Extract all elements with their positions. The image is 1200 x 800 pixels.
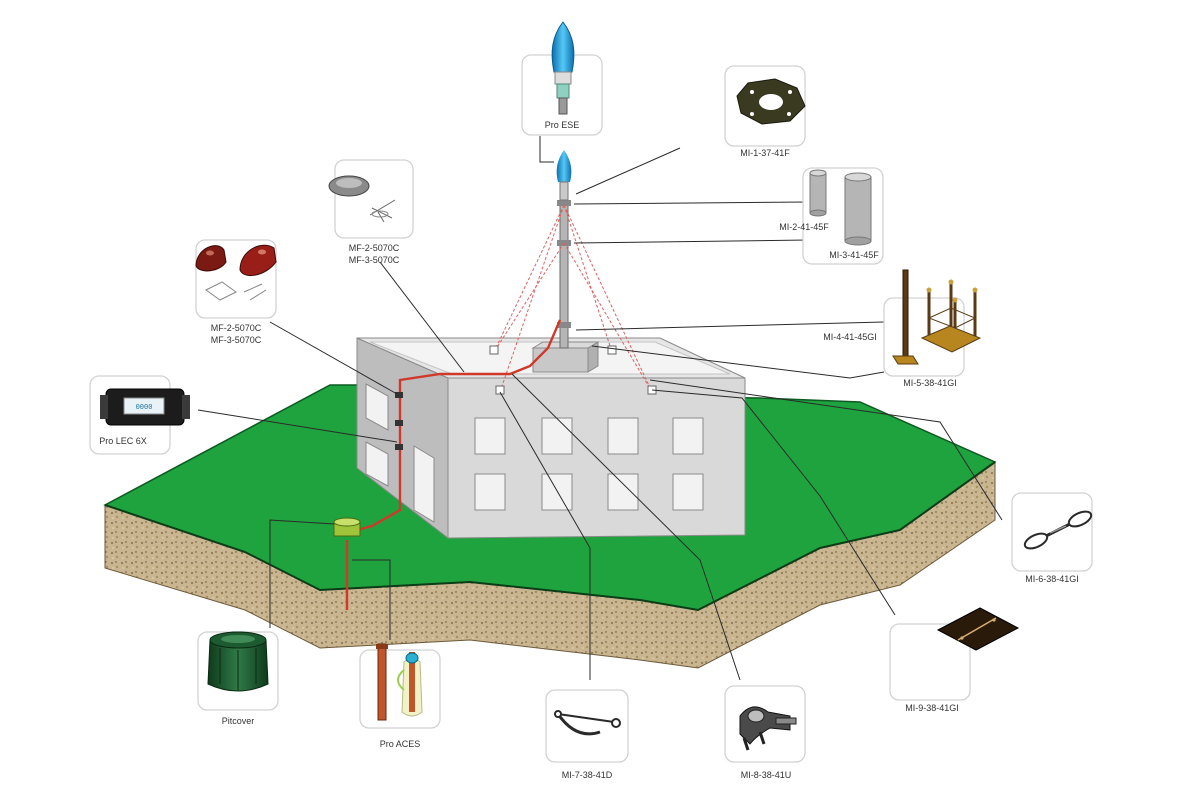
earth-rod-icon bbox=[376, 643, 423, 721]
lightning-event-counter-icon: 0000 bbox=[100, 388, 190, 426]
turnbuckle-icon bbox=[1023, 510, 1093, 550]
wall-conductor-clip-icon bbox=[195, 244, 277, 301]
u-bolt-clamp-icon bbox=[739, 706, 797, 751]
mast-tripod-base-icon bbox=[892, 269, 919, 365]
flange-plate-icon bbox=[736, 78, 806, 125]
pit-cover-icon bbox=[207, 631, 269, 692]
label-pro-ese: Pro ESE bbox=[545, 120, 580, 130]
roof-conductor-support-icon bbox=[328, 175, 396, 223]
card-pro-ese: Pro ESE bbox=[521, 21, 603, 136]
card-pro-lec-6x: 0000 Pro LEC 6X bbox=[89, 375, 190, 455]
tube-icon-small bbox=[809, 169, 827, 217]
card-pro-aces: Pro ACES bbox=[359, 643, 441, 749]
label-mi-1-37-41f: MI-1-37-41F bbox=[740, 148, 790, 158]
ese-terminal-on-mast bbox=[556, 150, 572, 201]
ese-terminal-icon bbox=[551, 21, 575, 115]
label-pro-lec-6x: Pro LEC 6X bbox=[99, 436, 147, 446]
mast-assembly bbox=[333, 150, 657, 610]
card-mi-2-mi-3: MI-2-41-45F MI-3-41-45F bbox=[779, 167, 884, 265]
label-mf-2-5070c-wall: MF-2-5070C bbox=[211, 323, 262, 333]
card-mi-1-37-41f: MI-1-37-41F bbox=[724, 65, 806, 158]
counter-display: 0000 bbox=[136, 404, 153, 412]
label-mi-5-38-41gi: MI-5-38-41GI bbox=[903, 378, 957, 388]
label-mi-7-38-41d: MI-7-38-41D bbox=[562, 770, 613, 780]
label-mi-8-38-41u: MI-8-38-41U bbox=[741, 770, 792, 780]
label-mi-3-41-45f: MI-3-41-45F bbox=[829, 250, 879, 260]
label-mi-2-41-45f: MI-2-41-45F bbox=[779, 222, 829, 232]
card-mi-7-38-41d: MI-7-38-41D bbox=[545, 689, 629, 780]
label-mf-3-5070c-wall: MF-3-5070C bbox=[211, 335, 262, 345]
tube-icon-large bbox=[844, 172, 872, 246]
card-mi-4-mi-5: MI-4-41-45GI MI-5-38-41GI bbox=[823, 269, 982, 388]
card-pitcover: Pitcover bbox=[197, 631, 279, 726]
label-mi-9-38-41gi: MI-9-38-41GI bbox=[905, 703, 959, 713]
label-mi-6-38-41gi: MI-6-38-41GI bbox=[1025, 574, 1079, 584]
label-mf-2-5070c-roof: MF-2-5070C bbox=[349, 243, 400, 253]
card-mi-8-38-41u: MI-8-38-41U bbox=[724, 685, 806, 780]
down-conductor bbox=[349, 319, 562, 534]
label-mf-3-5070c-roof: MF-3-5070C bbox=[349, 255, 400, 265]
label-pitcover: Pitcover bbox=[222, 716, 255, 726]
earth-pit bbox=[333, 517, 361, 537]
mast-square-base-icon bbox=[920, 279, 982, 353]
building bbox=[356, 337, 746, 540]
label-mi-4-41-45gi: MI-4-41-45GI bbox=[823, 332, 877, 342]
leader-lines bbox=[197, 136, 1003, 681]
card-mi-9-38-41gi: MI-9-38-41GI bbox=[889, 607, 1020, 713]
d-shackle-icon bbox=[554, 710, 621, 736]
card-mf-5070c-roof: MF-2-5070C MF-3-5070C bbox=[328, 159, 414, 265]
card-mi-6-38-41gi: MI-6-38-41GI bbox=[1011, 492, 1093, 584]
anchor-plate-icon bbox=[936, 607, 1020, 651]
card-mf-5070c-wall: MF-2-5070C MF-3-5070C bbox=[195, 239, 277, 345]
label-pro-aces: Pro ACES bbox=[380, 739, 421, 749]
